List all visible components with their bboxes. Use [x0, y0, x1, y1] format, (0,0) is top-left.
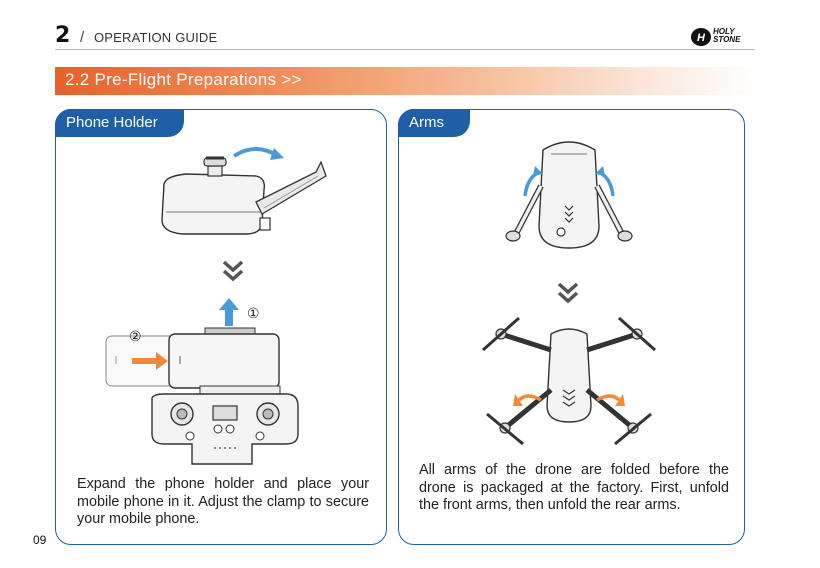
controller-side-illustration [161, 147, 327, 235]
chapter-number: 2 [55, 23, 71, 48]
controller-front-illustration [105, 327, 299, 465]
chevron-down-icon [222, 260, 244, 282]
brand-mark-icon: H [691, 28, 711, 46]
page-header: 2 / OPERATION GUIDE [55, 23, 755, 48]
step-1-label: ① [247, 305, 260, 321]
drone-folded-illustration [505, 141, 633, 249]
drone-unfolded-illustration [482, 316, 656, 446]
section-title: 2.2 Pre-Flight Preparations >> [65, 70, 302, 89]
header-divider [55, 49, 755, 50]
brand-logo: H HOLY STONE [690, 27, 750, 47]
guide-label: OPERATION GUIDE [94, 30, 218, 45]
arms-panel: Arms [398, 109, 745, 545]
chevron-down-icon [557, 282, 579, 304]
step-2-label: ② [129, 328, 142, 344]
phone-holder-tab: Phone Holder [55, 109, 184, 137]
page-number: 09 [33, 533, 47, 547]
phone-holder-description: Expand the phone holder and place your m… [77, 476, 369, 527]
svg-text:H: H [697, 32, 706, 44]
arrow-up-icon [219, 298, 239, 326]
brand-logo-text: HOLY STONE [713, 27, 741, 44]
phone-holder-panel: Phone Holder ① [55, 109, 387, 545]
arms-description: All arms of the drone are folded before … [419, 462, 729, 513]
section-title-bar: 2.2 Pre-Flight Preparations >> [55, 67, 755, 95]
header-slash: / [80, 29, 85, 46]
arms-tab: Arms [398, 109, 470, 137]
